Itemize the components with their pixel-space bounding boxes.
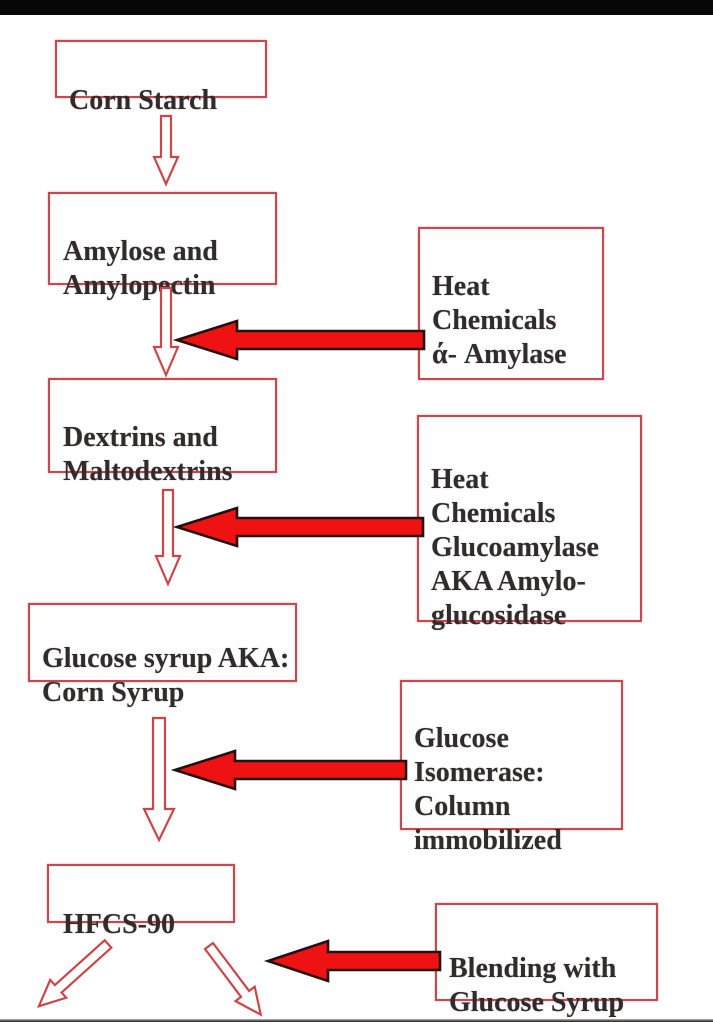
box-blending-glucose-syrup-label: Blending with Glucose Syrup: [449, 953, 625, 1018]
box-hfcs90: HFCS-90: [47, 864, 235, 940]
box-glucose-isomerase-label: Glucose Isomerase: Column immobilized: [414, 723, 562, 856]
box-dextrins-maltodextrins: Dextrins and Maltodextrins: [48, 378, 277, 487]
box-glucose-syrup: Glucose syrup AKA: Corn Syrup: [28, 603, 297, 708]
box-heat-chemicals-glucoamylase-label: Heat Chemicals Glucoamylase AKA Amylo- g…: [431, 464, 599, 631]
red-arrow-4-icon: [263, 939, 442, 983]
bottom-letterbox-bar: [0, 1019, 713, 1022]
box-dextrins-maltodextrins-label: Dextrins and Maltodextrins: [63, 422, 233, 487]
box-corn-starch-label: Corn Starch: [69, 85, 218, 116]
red-arrow-3-icon: [170, 749, 408, 791]
box-glucose-isomerase: Glucose Isomerase: Column immobilized: [400, 680, 623, 856]
top-letterbox-bar: [0, 0, 713, 15]
box-heat-chemicals-amylase-label: Heat Chemicals ά- Amylase: [432, 271, 567, 370]
box-heat-chemicals-glucoamylase: Heat Chemicals Glucoamylase AKA Amylo- g…: [417, 415, 642, 631]
box-amylose-amylopectin-label: Amylose and Amylopectin: [63, 236, 218, 301]
box-heat-chemicals-amylase: Heat Chemicals ά- Amylase: [418, 227, 604, 380]
box-hfcs90-label: HFCS-90: [63, 909, 175, 940]
box-amylose-amylopectin: Amylose and Amylopectin: [48, 192, 277, 301]
box-glucose-syrup-label: Glucose syrup AKA: Corn Syrup: [42, 643, 290, 708]
box-corn-starch: Corn Starch: [55, 40, 267, 116]
box-blending-glucose-syrup: Blending with Glucose Syrup: [435, 903, 658, 1018]
